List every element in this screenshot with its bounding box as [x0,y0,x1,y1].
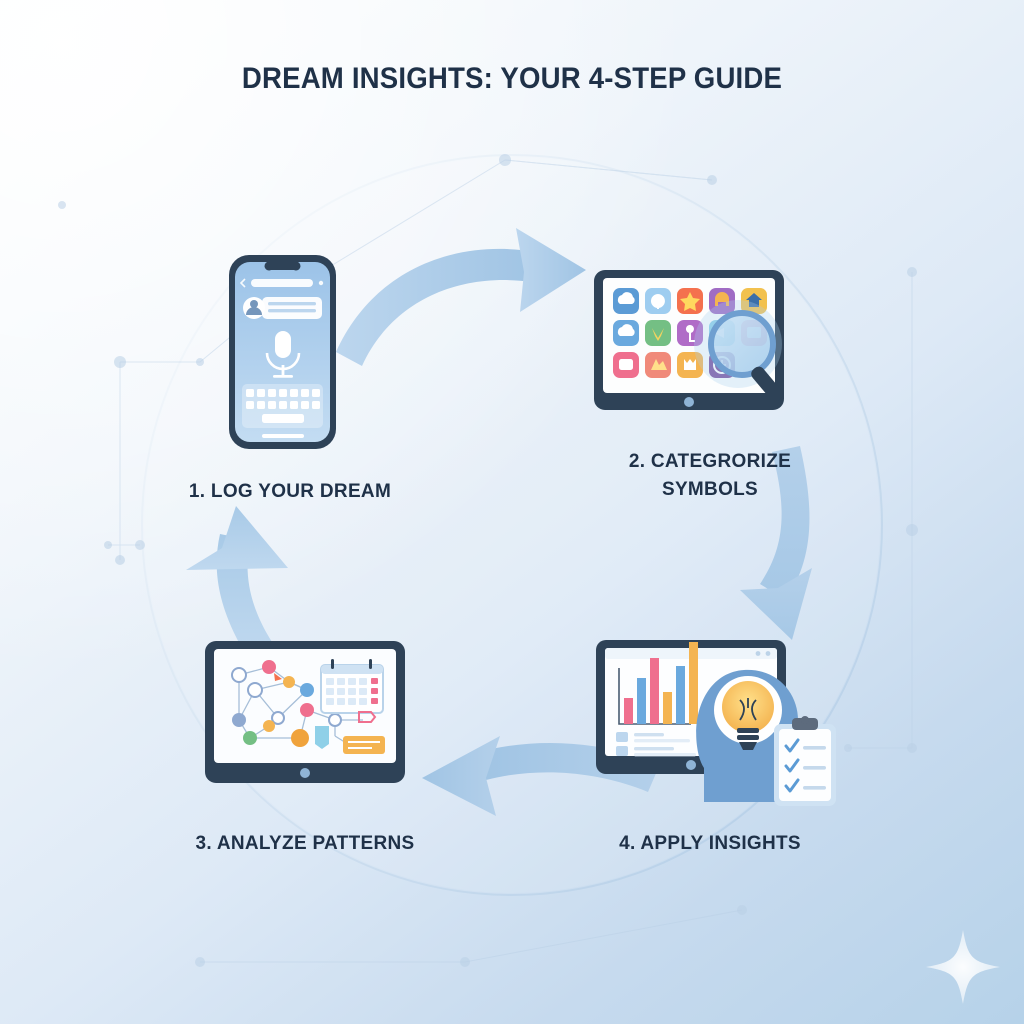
tree-icon [650,294,665,309]
back-chevron-icon[interactable] [239,278,246,288]
key-icon [685,325,695,342]
chart-bar [689,642,698,724]
tablet-home-button[interactable] [300,768,310,778]
home-indicator [262,434,304,438]
chart-bar [624,698,633,724]
window-dot[interactable] [765,651,771,656]
arrow-step1-to-step2 [336,228,586,366]
tablet-insights-scene [596,640,836,806]
cloud-icon [617,324,635,336]
checkmark-icon [784,738,800,793]
clipboard-icon[interactable] [774,716,836,806]
microphone-stand [281,365,285,375]
avatar-body [246,307,262,315]
microphone-base [273,375,293,378]
network-nodes [231,660,342,747]
tag-icon[interactable] [358,711,377,723]
text-line [268,302,316,306]
tablet-home-button[interactable] [686,760,696,770]
elephant-icon [715,292,729,306]
magnifier-icon[interactable] [694,300,785,404]
window-dot[interactable] [755,651,761,656]
note-icon[interactable] [343,736,385,754]
house-icon [746,293,762,307]
step-2-label-line2: SYMBOLS [661,478,759,500]
page-title: DREAM INSIGHTS: YOUR 4-STEP GUIDE [241,62,783,95]
search-bar[interactable] [251,279,313,287]
smartphone-device [229,255,336,449]
tablet-symbol-grid [594,270,785,410]
tablet-network-graph [205,641,405,783]
step-4-illustration [592,636,844,812]
keyboard-keys [246,389,320,423]
crown-icon [684,359,696,370]
tablet-home-button[interactable] [684,397,694,407]
bar-chart-icon [618,642,698,725]
star-icon [680,292,700,311]
arrow-step3-to-step1 [186,506,288,652]
chart-bar [637,678,646,724]
step-1-label: 1. LOG YOUR DREAM [188,481,392,502]
microphone-icon[interactable] [275,331,291,358]
chart-bar [663,692,672,724]
tag-icon[interactable] [315,726,329,749]
menu-dot-icon[interactable] [318,280,324,286]
bulb-filament [739,699,757,721]
phone-notch [264,262,301,271]
summary-list [616,732,696,757]
arrow-step2-to-step4 [740,446,812,640]
step-4-label: 4. APPLY INSIGHTS [619,833,801,854]
step-1-illustration [215,253,350,451]
letter-icon [619,359,633,370]
note-lines [348,741,380,749]
cloud-icon [617,292,635,304]
calendar-icon[interactable] [320,659,384,714]
chart-bar [650,658,659,724]
step-2-label: 2. CATEGRORIZE SYMBOLS [575,448,845,503]
step-2-illustration [592,266,832,421]
step-3-label: 3. ANALYZE PATTERNS [195,833,415,854]
step-2-label-line1: 2. CATEGRORIZE [628,451,792,472]
step-3-illustration [203,638,408,793]
fireworks-icon [651,359,667,370]
clipboard-lines [803,746,826,790]
message-card [262,297,322,319]
avatar-icon [250,300,258,308]
bird-icon [652,328,664,341]
chart-bar [676,666,685,724]
magnifier-handle [751,366,783,402]
text-line [268,309,316,313]
lightbulb-icon [714,676,782,750]
